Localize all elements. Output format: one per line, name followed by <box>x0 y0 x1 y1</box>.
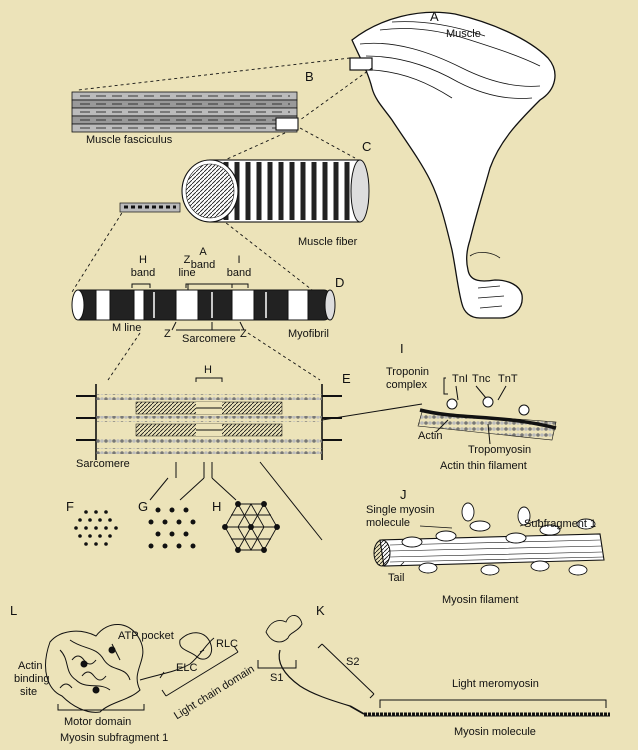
panel-label-c: C <box>362 139 372 154</box>
label-tnt: TnT <box>498 373 518 385</box>
label-troponin-1: Troponin <box>386 366 430 378</box>
zoom-lines <box>71 57 373 381</box>
label-i-band-1: I <box>237 254 241 266</box>
muscle-fasciculus <box>71 91 299 133</box>
muscle-sample-box <box>349 57 373 71</box>
label-s2: S2 <box>346 656 360 668</box>
label-rlc: RLC <box>216 638 239 650</box>
label-elc: ELC <box>176 662 198 674</box>
panel-label-l: L <box>10 603 18 618</box>
cross-section-g <box>148 507 196 549</box>
label-light-meromyosin: Light meromyosin <box>452 678 539 690</box>
label-z-line-2: line <box>178 267 196 279</box>
label-muscle-fasciculus: Muscle fasciculus <box>86 134 173 146</box>
panel-label-b: B <box>305 69 314 84</box>
panel-label-j: J <box>400 487 407 502</box>
myosin-subfragment-1 <box>45 624 239 713</box>
label-tail: Tail <box>388 572 405 584</box>
myosin-molecule <box>257 615 610 717</box>
panel-label-i: I <box>400 341 404 356</box>
label-single-myosin-1: Single myosin <box>366 504 435 516</box>
label-tni: TnI <box>452 373 468 385</box>
panel-label-d: D <box>335 275 345 290</box>
muscle-fiber <box>119 159 370 223</box>
panel-label-h: H <box>212 499 222 514</box>
panel-label-k: K <box>316 603 325 618</box>
myofibril-brackets <box>131 283 249 331</box>
label-troponin-2: complex <box>386 379 427 391</box>
label-sarcomere-e: Sarcomere <box>76 458 130 470</box>
label-z-line-1: Z <box>183 254 191 266</box>
label-z-left: Z <box>164 328 171 340</box>
label-actin-binding-2: binding <box>14 673 50 685</box>
label-muscle: Muscle <box>446 28 481 40</box>
label-subfragment-1: Subfragment 1 <box>524 518 597 530</box>
label-actin-thin-filament: Actin thin filament <box>440 460 527 472</box>
label-motor-domain: Motor domain <box>64 716 132 728</box>
label-tnc: Tnc <box>472 373 491 385</box>
myosin-filament <box>373 502 605 576</box>
label-h-band-1: H <box>139 254 147 266</box>
label-a-band-2: band <box>190 259 216 271</box>
label-single-myosin-2: molecule <box>366 517 411 529</box>
panel-label-g: G <box>138 499 149 514</box>
cross-section-h <box>222 501 280 553</box>
actin-thin-filament <box>417 377 557 445</box>
label-muscle-fiber: Muscle fiber <box>298 236 358 248</box>
label-z-right: Z <box>240 328 247 340</box>
label-myosin-molecule: Myosin molecule <box>454 726 536 738</box>
label-a-band-1: A <box>199 246 207 258</box>
myofibril <box>71 289 336 321</box>
label-atp-pocket: ATP pocket <box>118 630 174 642</box>
label-m-line: M line <box>112 322 142 334</box>
label-s1: S1 <box>270 672 284 684</box>
arm-illustration <box>351 11 556 319</box>
label-actin: Actin <box>418 430 443 442</box>
label-tropomyosin: Tropomyosin <box>468 444 532 456</box>
cross-section-f <box>74 510 118 546</box>
label-myosin-subfragment-1: Myosin subfragment 1 <box>60 732 169 744</box>
panel-label-e: E <box>342 371 351 386</box>
label-h-sarcomere: H <box>204 364 212 376</box>
label-actin-binding-1: Actin <box>18 660 43 672</box>
label-actin-binding-3: site <box>20 686 38 698</box>
label-myosin-filament: Myosin filament <box>442 594 519 606</box>
label-sarcomere-d: Sarcomere <box>182 333 236 345</box>
label-i-band-2: band <box>226 267 252 279</box>
label-myofibril: Myofibril <box>288 328 329 340</box>
panel-label-a: A <box>430 9 439 24</box>
label-h-band-2: band <box>130 267 156 279</box>
sarcomere-detail <box>76 377 423 541</box>
panel-label-f: F <box>66 499 74 514</box>
